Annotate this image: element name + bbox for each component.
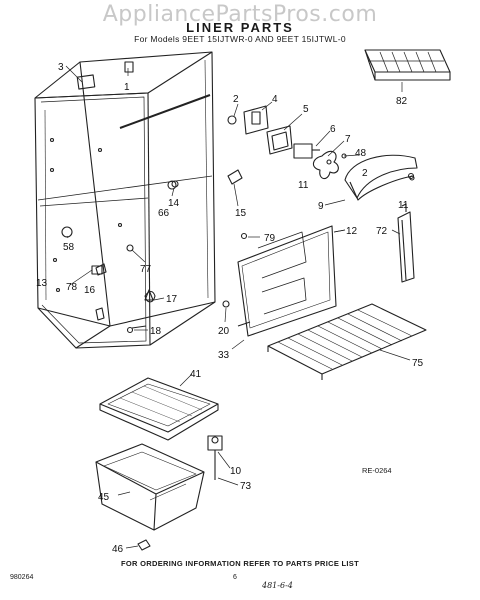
callout-33: 33 [218,350,230,361]
divider-panel [237,225,337,337]
bracket-15 [227,169,243,185]
screw-33 [237,321,251,327]
clip-79 [240,232,248,240]
callout-1: 1 [124,82,130,93]
clip-16 [95,307,105,321]
watermark: AppliancePartsPros.com [102,2,378,27]
crisper-cover [99,377,219,441]
handwritten-note: 481-6-4 [262,581,293,590]
callout-2b: 2 [362,168,368,179]
callout-45: 45 [98,492,110,503]
callout-73: 73 [240,481,252,492]
callout-6: 6 [330,124,336,135]
callout-labels: 3 1 82 2 4 5 6 7 48 2 11 14 66 15 9 11 5… [36,62,424,555]
channel-72 [397,211,415,283]
crisper-drawer [95,443,205,531]
page-title: LINER PARTS [186,20,294,35]
callout-15: 15 [235,208,247,219]
callout-7: 7 [345,134,351,145]
callout-11: 11 [298,180,309,191]
callout-48: 48 [355,148,367,159]
callout-20: 20 [218,326,230,337]
ordering-note: FOR ORDERING INFORMATION REFER TO PARTS … [121,559,359,568]
liner-cabinet [34,51,216,349]
callout-75: 75 [412,358,424,369]
callout-79: 79 [264,233,276,244]
page-mark: 6 [233,574,237,581]
evaporator-cover [344,154,418,201]
temperature-control [207,435,223,480]
wire-shelf [267,303,427,380]
callout-2: 2 [233,94,239,105]
ice-cube-tray [364,49,451,81]
roller-46 [137,539,151,551]
callout-3: 3 [58,62,64,73]
callout-41: 41 [190,369,202,380]
callout-5: 5 [303,104,309,115]
callout-10: 10 [230,466,242,477]
screw-2b [409,175,415,181]
callout-66: 66 [158,208,170,219]
callout-46: 46 [112,544,124,555]
callout-82: 82 [396,96,408,107]
lamp-17 [144,290,156,303]
leader-lines [65,65,411,549]
callout-16: 16 [84,285,96,296]
callout-58: 58 [63,242,75,253]
screw-20 [222,300,230,308]
callout-11b: 11 [398,200,409,211]
screw-14 [171,180,179,188]
light-socket-parts [227,105,347,180]
clip-11b [401,203,407,212]
callout-17: 17 [166,294,178,305]
callout-4: 4 [272,94,278,105]
model-subtitle: For Models 9EET 15IJTWR-0 AND 9EET 15IJT… [134,34,346,44]
callout-13: 13 [36,278,48,289]
callout-12: 12 [346,226,358,237]
callout-72: 72 [376,226,388,237]
reference-code: RE-0264 [362,466,392,475]
screw-18 [126,326,134,334]
clip-78 [95,263,107,276]
callout-14: 14 [168,198,180,209]
callout-78: 78 [66,282,78,293]
callout-18: 18 [150,326,162,337]
callout-77: 77 [140,264,152,275]
callout-9: 9 [318,201,324,212]
diagram-code: 980264 [10,574,34,581]
